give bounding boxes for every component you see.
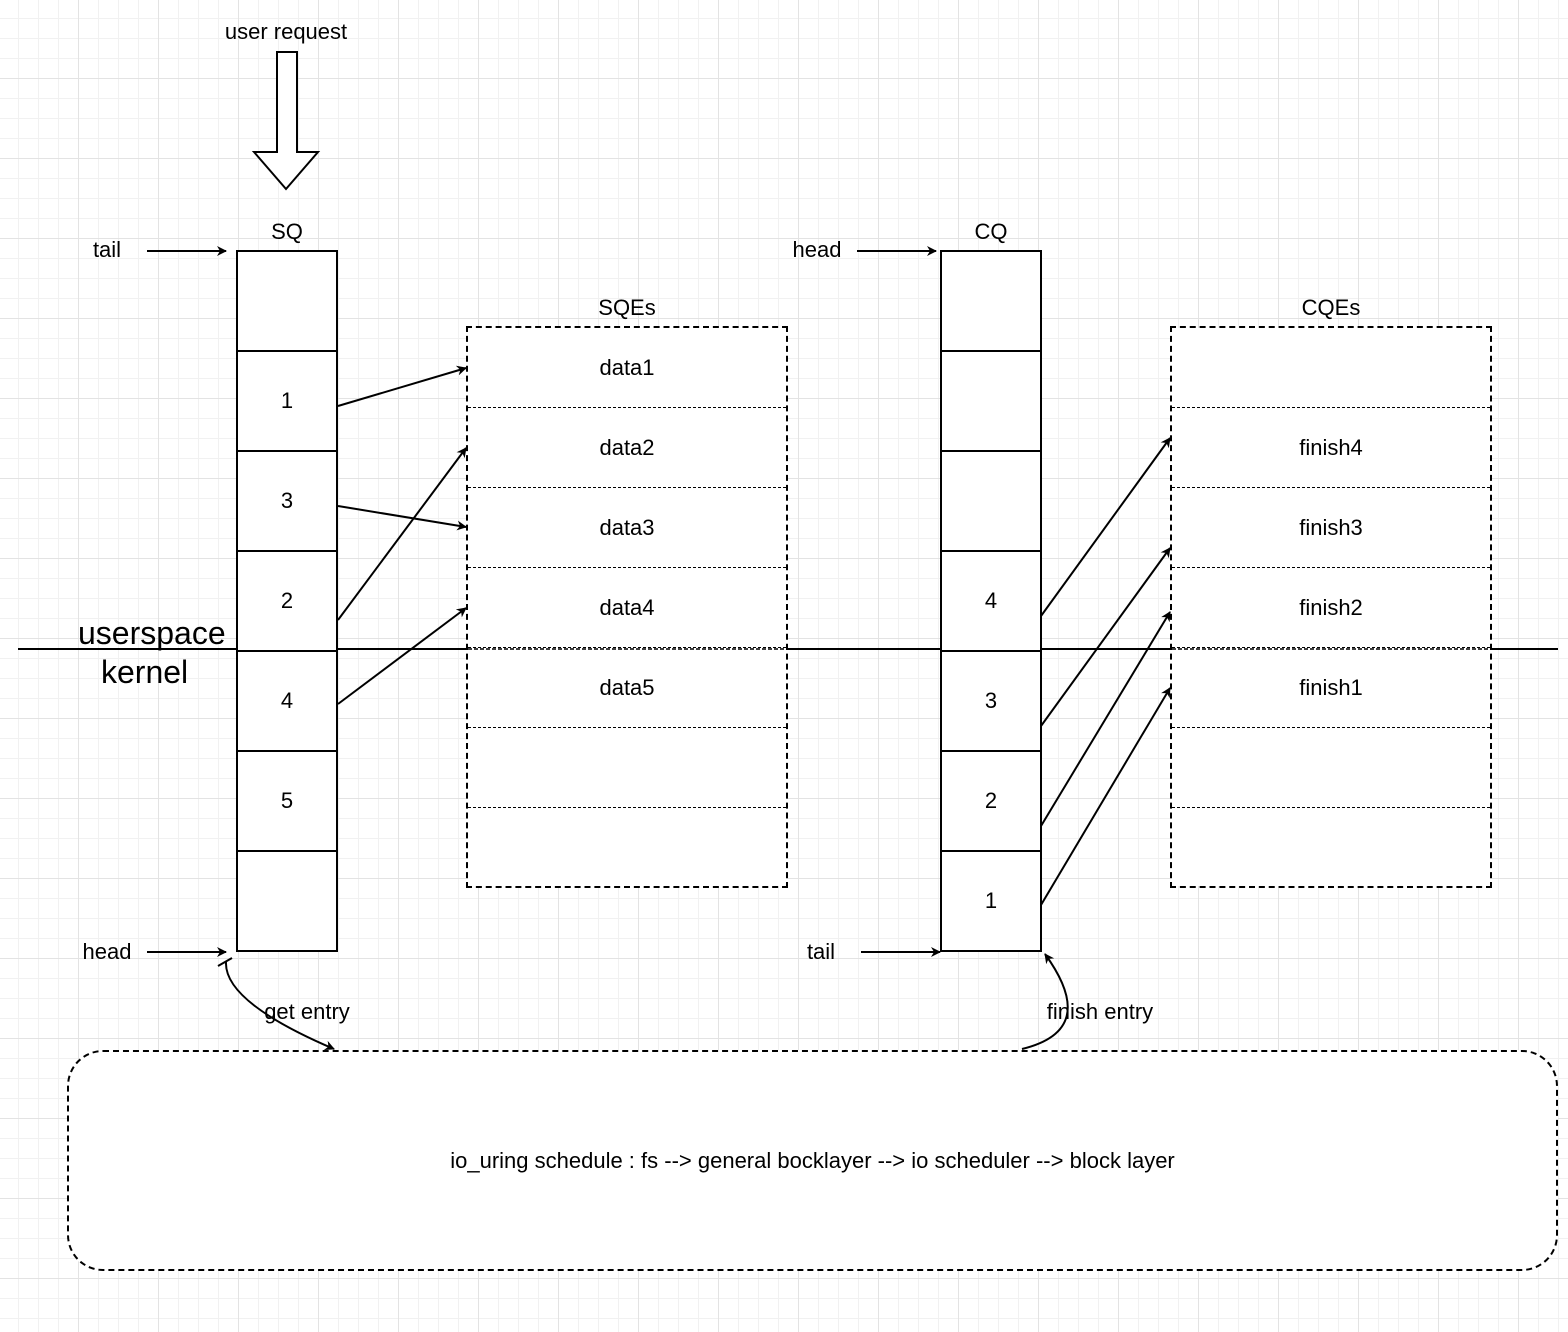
cq-3-to-finish3-arrow <box>1040 547 1171 727</box>
sq-cell: 5 <box>236 750 338 852</box>
sqe-cell: data4 <box>468 568 786 648</box>
schedule-text: io_uring schedule : fs --> general bockl… <box>450 1147 1175 1173</box>
kernel-label: kernel <box>101 654 189 690</box>
sqe-cell: data3 <box>468 488 786 568</box>
cq-1-to-finish1-arrow <box>1037 687 1171 911</box>
cq-cell <box>940 450 1042 552</box>
cq-cell: 2 <box>940 750 1042 852</box>
sq-3-to-data3-arrow <box>337 505 467 531</box>
sq-1-to-data1-arrow <box>337 365 467 407</box>
cq-cell: 4 <box>940 550 1042 652</box>
user-request-label: user request <box>224 19 348 44</box>
cqe-cell <box>1172 728 1490 808</box>
cqe-cell: finish3 <box>1172 488 1490 568</box>
sqes-box: data1 data2 data3 data4 data5 <box>466 326 788 888</box>
cqes-box: finish4 finish3 finish2 finish1 <box>1170 326 1492 888</box>
cq-head-label: head <box>792 237 842 262</box>
get-entry-curve <box>224 961 335 1051</box>
sq-cell: 3 <box>236 450 338 552</box>
sq-tail-label: tail <box>92 237 122 262</box>
cq-title: CQ <box>974 219 1008 244</box>
finish-entry-label: finish entry <box>1046 999 1154 1024</box>
sqe-cell: data1 <box>468 328 786 408</box>
sq-cell: 2 <box>236 550 338 652</box>
sq-head-label: head <box>82 939 132 964</box>
userspace-label: userspace <box>78 615 226 651</box>
sqe-cell <box>468 728 786 808</box>
cq-cell: 1 <box>940 850 1042 952</box>
cqe-cell: finish4 <box>1172 408 1490 488</box>
sq-cell: 4 <box>236 650 338 752</box>
cq-2-to-finish2-arrow <box>1040 611 1171 827</box>
sq-cell <box>236 850 338 952</box>
cq-cell <box>940 350 1042 452</box>
user-request-arrow <box>251 51 321 191</box>
sqe-cell: data5 <box>468 648 786 728</box>
sq-cell <box>236 250 338 352</box>
get-entry-label: get entry <box>264 999 350 1024</box>
finish-entry-curve <box>1021 953 1069 1050</box>
cq-cell: 3 <box>940 650 1042 752</box>
sqe-cell <box>468 808 786 886</box>
sq-4-to-data4-arrow <box>337 607 467 705</box>
sq-2-to-data2-arrow <box>337 447 467 621</box>
io-uring-schedule-box: io_uring schedule : fs --> general bockl… <box>67 1050 1558 1271</box>
cq-tail-label: tail <box>806 939 836 964</box>
cqes-title: CQEs <box>1301 295 1361 320</box>
sqe-cell: data2 <box>468 408 786 488</box>
sq-title: SQ <box>271 219 303 244</box>
cqe-cell: finish1 <box>1172 648 1490 728</box>
cq-cell <box>940 250 1042 352</box>
cq-4-to-finish4-arrow <box>1040 437 1171 617</box>
cqe-cell <box>1172 328 1490 408</box>
sqes-title: SQEs <box>598 295 656 320</box>
sq-cell: 1 <box>236 350 338 452</box>
cqe-cell <box>1172 808 1490 886</box>
cqe-cell: finish2 <box>1172 568 1490 648</box>
